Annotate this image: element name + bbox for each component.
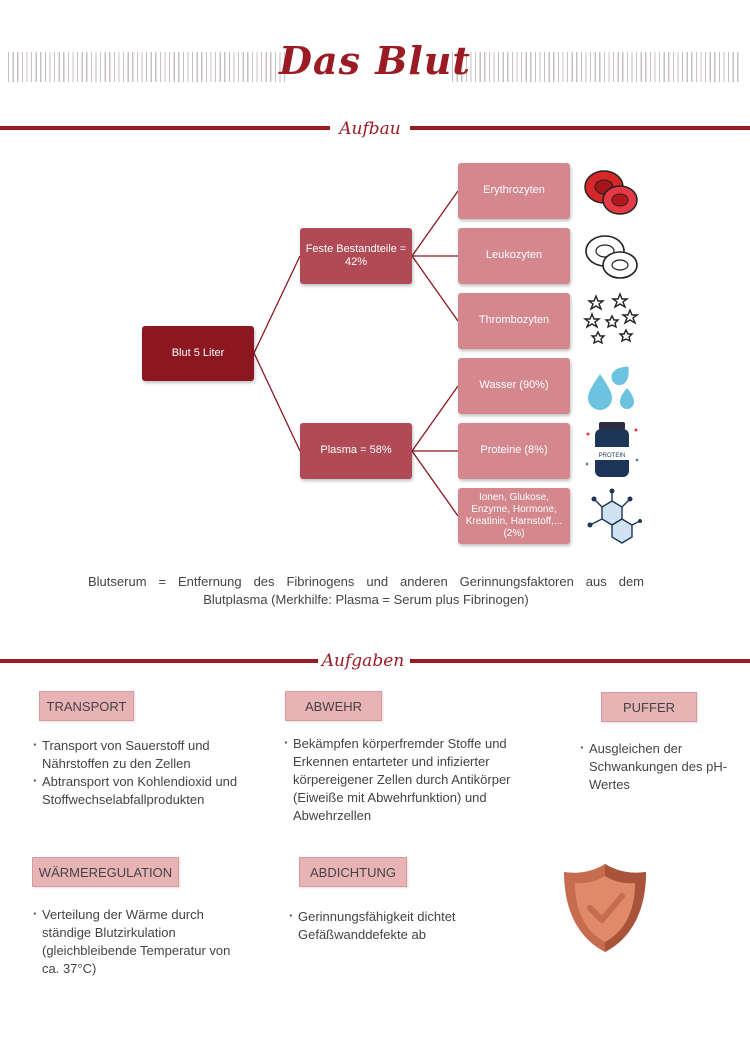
serum-note-line1: Blutserum = Entfernung des Fibrinogens u… (88, 574, 644, 589)
node-plasma: Plasma = 58% (300, 423, 412, 479)
molecule-icon (587, 488, 642, 544)
list-item: Ausgleichen der Schwankungen des pH-Wert… (580, 739, 740, 794)
task-header-abwehr: ABWEHR (285, 691, 382, 721)
task-list-transport: Transport von Sauerstoff und Nährstoffen… (33, 736, 258, 809)
red-blood-cells-icon (584, 170, 638, 215)
section-rule-left (0, 126, 330, 130)
list-item: Transport von Sauerstoff und Nährstoffen… (33, 736, 258, 773)
list-item: Gerinnungsfähigkeit dichtet Gefäßwanddef… (289, 907, 489, 944)
serum-note: Blutserum = Entfernung des Fibrinogens u… (88, 573, 644, 609)
header-stripes-left (8, 52, 288, 82)
water-drops-icon (588, 366, 634, 410)
task-header-abdichtung: ABDICHTUNG (299, 857, 407, 887)
protein-jar-icon: PROTEIN (585, 422, 639, 477)
node-solids: Feste Bestandteile = 42% (300, 228, 412, 284)
section-title-aufgaben: Aufgaben (321, 651, 405, 671)
page-title: Das Blut (279, 38, 471, 83)
list-item: Abtransport von Kohlendioxid und Stoffwe… (33, 772, 258, 809)
task-list-abdichtung: Gerinnungsfähigkeit dichtet Gefäßwanddef… (289, 907, 489, 944)
platelets-icon (582, 292, 640, 345)
white-blood-cells-icon (585, 235, 638, 279)
task-header-puffer: PUFFER (601, 692, 697, 722)
node-ionen: Ionen, Glukose, Enzyme, Hormone, Kreatin… (458, 488, 570, 544)
list-item: Bekämpfen körperfremder Stoffe und Erken… (284, 734, 546, 825)
task-list-waermeregulation: Verteilung der Wärme durch ständige Blut… (33, 905, 243, 978)
task-header-transport: TRANSPORT (39, 691, 134, 721)
list-item: Verteilung der Wärme durch ständige Blut… (33, 905, 243, 978)
node-leukozyten: Leukozyten (458, 228, 570, 284)
section-rule-right (410, 126, 750, 130)
section-rule-right-2 (410, 659, 750, 663)
task-list-puffer: Ausgleichen der Schwankungen des pH-Wert… (580, 739, 740, 794)
shield-check-icon (564, 864, 646, 952)
protein-jar-label: PROTEIN (599, 453, 626, 459)
task-header-waermeregulation: WÄRMEREGULATION (32, 857, 179, 887)
node-blood-root: Blut 5 Liter (142, 326, 254, 381)
section-title-aufbau: Aufbau (339, 119, 401, 139)
node-erythrozyten: Erythrozyten (458, 163, 570, 219)
section-rule-left-2 (0, 659, 318, 663)
header-stripes-right (452, 52, 742, 82)
node-thrombozyten: Thrombozyten (458, 293, 570, 349)
diagram-connectors (253, 190, 459, 517)
serum-note-line2: Blutplasma (Merkhilfe: Plasma = Serum pl… (203, 592, 529, 608)
node-proteine: Proteine (8%) (458, 423, 570, 479)
node-wasser: Wasser (90%) (458, 358, 570, 414)
task-list-abwehr: Bekämpfen körperfremder Stoffe und Erken… (284, 734, 546, 825)
